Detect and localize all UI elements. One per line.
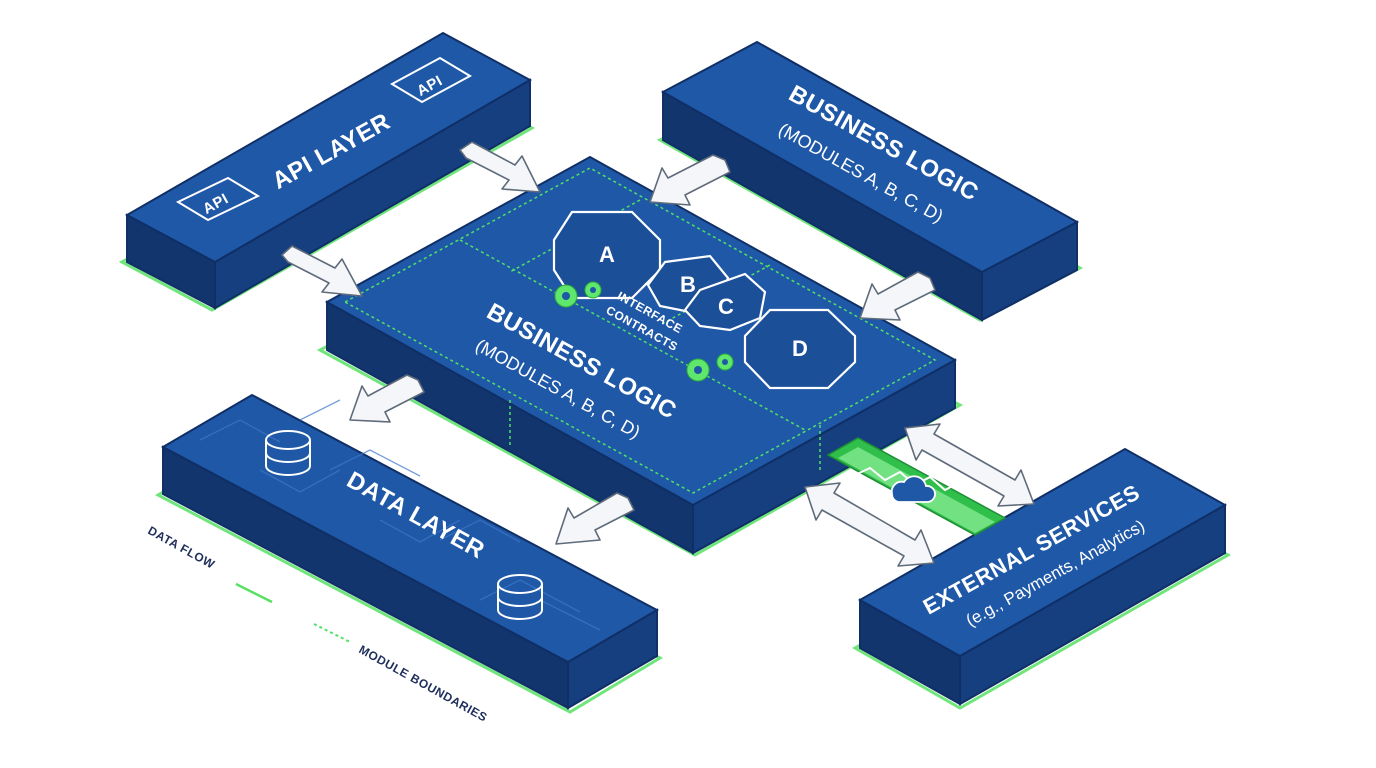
svg-text:C: C	[718, 294, 734, 319]
database-icon	[497, 574, 543, 620]
cloud-icon	[890, 475, 936, 503]
svg-text:D: D	[792, 336, 808, 361]
module-d[interactable]: D	[743, 308, 857, 390]
module-c[interactable]: C	[683, 272, 767, 332]
legend-module-boundaries-line	[313, 623, 351, 643]
external-services-block[interactable]: EXTERNAL SERVICES (e.g., Payments, Analy…	[851, 447, 1232, 710]
circuit-pattern	[199, 399, 601, 631]
gear-icon	[686, 353, 734, 382]
flow-arrow	[459, 141, 541, 193]
flow-arrow	[349, 374, 425, 423]
flow-arrow	[859, 271, 936, 321]
legend-data-flow-label: DATA FLOW	[146, 523, 218, 571]
flow-arrow	[281, 245, 363, 297]
database-icon	[265, 430, 311, 476]
service-connector-bridge	[826, 437, 1007, 536]
bidirectional-arrow	[804, 482, 935, 567]
gear-icon	[554, 281, 602, 308]
flow-arrow	[555, 492, 635, 545]
svg-text:A: A	[599, 242, 615, 267]
svg-text:B: B	[680, 272, 696, 297]
module-a[interactable]: A	[552, 210, 662, 300]
legend-data-flow-line	[235, 582, 273, 604]
business-logic-center-block[interactable]: A B C D INTERFACE CONTRACTS BU	[316, 155, 964, 557]
flow-arrow	[649, 154, 731, 206]
bidirectional-arrow	[904, 423, 1035, 507]
data-layer-block[interactable]: DATA LAYER	[154, 393, 664, 714]
